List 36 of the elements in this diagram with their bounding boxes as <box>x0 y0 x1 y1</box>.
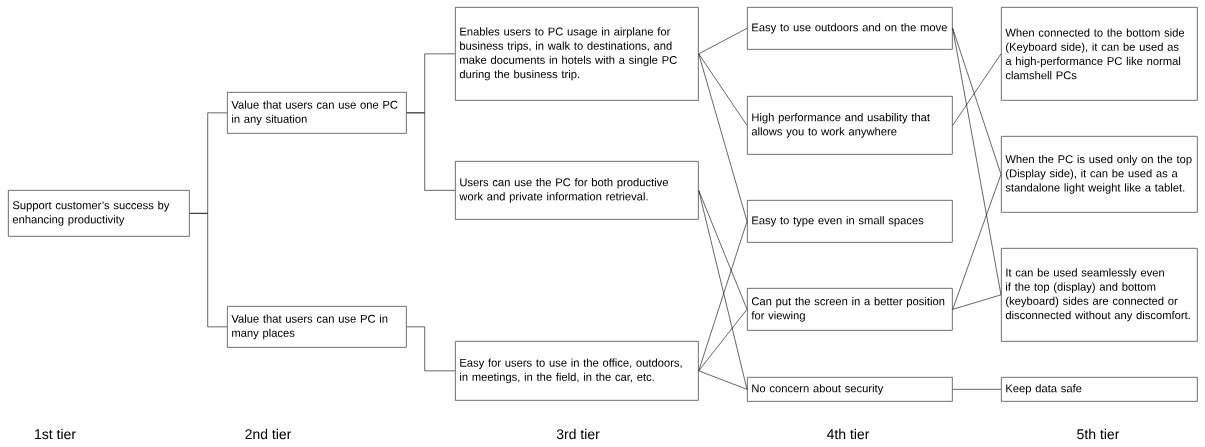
tier-label: 1st tier <box>35 428 76 440</box>
connector-line <box>406 112 456 191</box>
tier-label: 4th tier <box>826 428 870 440</box>
connector-line <box>698 53 748 222</box>
text-box: Easy to type even in small spaces <box>747 200 953 243</box>
text-box: Easy to use outdoors and on the move <box>747 7 953 50</box>
text-box: No concern about security <box>747 377 953 402</box>
text-box: When the PC is used only on the top (Display side), it can be used as a standalone light weight like a tablet. <box>1001 136 1198 213</box>
text-box: Enables users to PC usage in airplane for business trips, in walk to destinations, and make documents in hotels with a single PC during the business trip. <box>455 7 699 101</box>
text-box: Users can use the PC for both productive work and private information retrieval. <box>455 161 699 220</box>
text-box: It can be used seamlessly even if the top (display) and bottom (keyboard) sides are connected or disconnected without any discomfort. <box>1001 248 1198 342</box>
connector-line <box>952 389 1002 390</box>
connector-line <box>698 309 748 372</box>
tier-label: 3rd tier <box>556 428 600 440</box>
connector-line <box>952 174 1002 310</box>
text-box: Value that users can use one PC in any situation <box>227 92 407 134</box>
text-box: When connected to the bottom side (Keyboard side), it can be used as a high-performance PC like normal clamshell PCs <box>1001 7 1198 101</box>
connector-line <box>698 53 748 126</box>
connector-line <box>952 28 1002 296</box>
text-box: High performance and usability that allows you to work anywhere <box>747 96 953 155</box>
connector-line <box>189 213 228 328</box>
connector-line <box>698 221 748 372</box>
text-box: Value that users can use PC in many places <box>227 306 407 348</box>
text-box: Keep data safe <box>1001 377 1198 402</box>
connector-line <box>698 190 748 310</box>
text-box: Easy for users to use in the office, outdoors, in meetings, in the field, in the car, etc. <box>455 341 699 401</box>
connector-line <box>698 370 748 390</box>
text-box: Support customer’s success by enhancing productivity <box>8 190 190 237</box>
text-box: Can put the screen in a better position for viewing <box>747 288 953 331</box>
tier-label: 2nd tier <box>245 428 292 440</box>
tier-label: 5th tier <box>1077 428 1120 440</box>
connector-line <box>952 53 1002 126</box>
connector-line <box>698 28 748 55</box>
connector-line <box>406 326 456 372</box>
connector-line <box>952 294 1002 310</box>
connector-line <box>698 190 748 390</box>
